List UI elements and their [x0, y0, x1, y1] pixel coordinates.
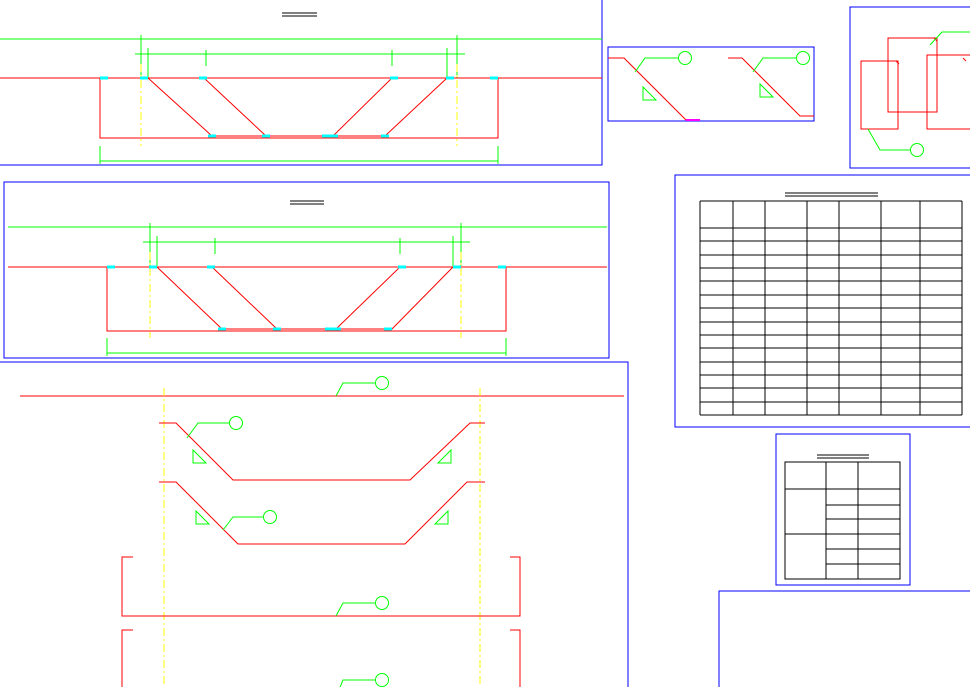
- frame-stirrup-detail: [849, 6, 970, 169]
- bar-mark-circle: [796, 51, 810, 65]
- bend-triangle: [195, 509, 211, 525]
- centerlines: [140, 64, 458, 146]
- frame-beam-elevation-1: [0, 0, 603, 166]
- frame-notes: [718, 590, 970, 687]
- summary-grid: [784, 461, 901, 580]
- dimension-lines: [8, 223, 607, 356]
- title-underline: [282, 12, 317, 17]
- bent-bar-details: [20, 376, 624, 687]
- schedule-grid: [699, 200, 963, 416]
- table-title-underline: [785, 192, 878, 197]
- beam-elevation-1: [0, 12, 602, 164]
- centerlines: [149, 252, 462, 338]
- dimension-lines: [0, 35, 602, 164]
- rebar-schedule-table: [699, 192, 963, 416]
- table-title-underline: [817, 454, 869, 459]
- bend-triangle: [433, 509, 449, 525]
- centerlines: [163, 388, 481, 687]
- bar-mark-circle: [375, 376, 389, 390]
- bent-bar-2: [159, 481, 485, 545]
- bend-triangle: [642, 85, 658, 101]
- frame-bent-bar-hooks: [607, 46, 815, 122]
- bar-mark-circle: [263, 510, 277, 524]
- hook-bar-b: [728, 51, 814, 117]
- bend-triangle: [192, 448, 208, 464]
- frame-beam-elevation-2: [3, 181, 610, 359]
- bar-markers: [100, 76, 498, 138]
- bar-mark-circle: [910, 143, 924, 157]
- frame-rebar-schedule: [674, 174, 970, 428]
- u-bar-1: [121, 556, 521, 617]
- bend-triangle: [436, 448, 452, 464]
- rebar-lines: [8, 266, 607, 332]
- bar-mark-circle: [678, 51, 692, 65]
- bar-mark-circle: [229, 416, 243, 430]
- hook-bar-a: [608, 51, 700, 121]
- bent-bar-1: [159, 416, 485, 481]
- rebar-lines: [0, 77, 602, 139]
- material-summary-table: [784, 454, 901, 580]
- frame-bent-bar-details: [0, 361, 629, 687]
- u-bar-2: [121, 629, 521, 687]
- bent-bar-hooks: [608, 51, 814, 121]
- bar-mark-circle: [375, 596, 389, 610]
- frame-material-summary: [775, 433, 911, 586]
- beam-elevation-2: [8, 200, 607, 356]
- top-straight-bar: [20, 376, 624, 397]
- stirrup-detail: [860, 31, 970, 157]
- bend-triangle: [759, 82, 775, 98]
- bar-mark-circle: [375, 673, 389, 687]
- bar-markers: [107, 265, 506, 331]
- title-underline: [290, 200, 324, 205]
